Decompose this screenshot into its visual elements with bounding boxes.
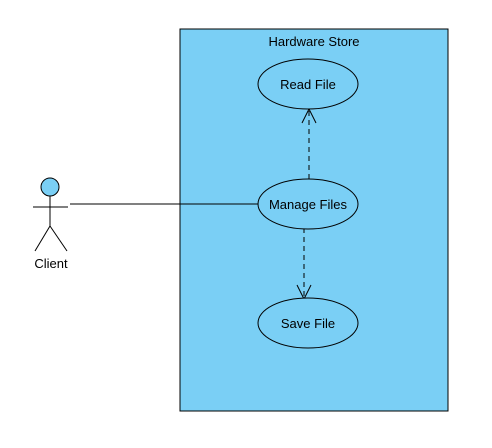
use-case-manage-files-label: Manage Files — [269, 197, 348, 212]
actor-right-leg — [49, 225, 68, 252]
actor-head — [40, 177, 60, 197]
use-case-read-file-label: Read File — [280, 77, 336, 92]
actor-name: Client — [34, 256, 68, 271]
system-title: Hardware Store — [268, 34, 359, 49]
use-case-read-file[interactable] — [257, 58, 359, 110]
use-case-manage-files[interactable] — [257, 178, 359, 230]
use-case-save-file-label: Save File — [281, 316, 335, 331]
actor-client[interactable] — [33, 177, 68, 252]
actor-left-leg — [34, 225, 51, 252]
use-case-save-file[interactable] — [257, 297, 359, 349]
